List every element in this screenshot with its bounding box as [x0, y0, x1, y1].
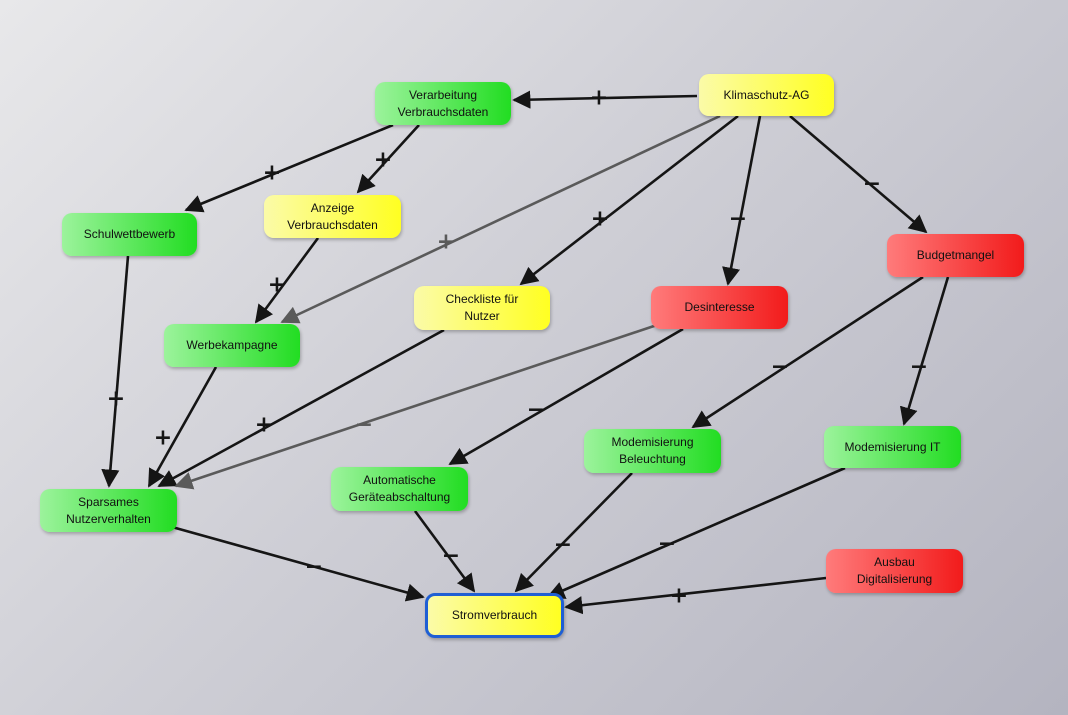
edge-sign-desinteresse-to-sparsames: −	[355, 413, 373, 438]
node-budgetmangel[interactable]: Budgetmangel	[887, 234, 1024, 277]
edge-sign-klimaschutz-to-desinteresse: −	[729, 207, 747, 232]
node-sparsames-nutzerverhalten[interactable]: Sparsames Nutzerverhalten	[40, 489, 177, 532]
edge-ausbau-to-stromverbrauch	[564, 576, 827, 615]
edge-checkliste-to-sparsames	[157, 328, 445, 488]
node-modemisierung-it[interactable]: Modemisierung IT	[824, 426, 961, 468]
edge-group: + + + − − + + + + + + − − − − − − − − +	[101, 86, 950, 615]
node-automatische-geraeteabschaltung[interactable]: Automatische Geräteabschaltung	[331, 467, 468, 511]
edge-schulwettbewerb-to-sparsames	[101, 255, 130, 488]
edge-sign-verarbeitung-to-anzeige: +	[374, 148, 392, 173]
edge-sign-werbekampagne-to-sparsames: +	[154, 426, 172, 451]
edge-werbekampagne-to-sparsames	[147, 366, 218, 488]
edge-sign-sparsames-to-stromverbrauch: −	[305, 555, 323, 580]
node-checkliste-fuer-nutzer[interactable]: Checkliste für Nutzer	[414, 286, 550, 330]
edge-sign-schulwettbewerb-to-sparsames: +	[107, 387, 125, 412]
node-klimaschutz-ag[interactable]: Klimaschutz-AG	[699, 74, 834, 116]
edge-desinteresse-to-automatische	[448, 327, 684, 466]
edge-sign-klimaschutz-to-checkliste: +	[591, 207, 609, 232]
edge-automatische-to-stromverbrauch	[413, 510, 476, 593]
node-ausbau-digitalisierung[interactable]: Ausbau Digitalisierung	[826, 549, 963, 593]
edge-sign-klimaschutz-to-budgetmangel: −	[863, 172, 881, 197]
edge-sign-modbeleuchtung-to-stromverbrauch: −	[554, 533, 572, 558]
edge-klimaschutz-to-budgetmangel	[789, 115, 928, 234]
edge-sign-anzeige-to-werbekampagne: +	[268, 273, 286, 298]
edge-sparsames-to-stromverbrauch	[171, 525, 425, 602]
edge-desinteresse-to-sparsames	[174, 323, 658, 490]
edge-sign-modit-to-stromverbrauch: −	[658, 532, 676, 557]
node-desinteresse[interactable]: Desinteresse	[651, 286, 788, 329]
edge-anzeige-to-werbekampagne	[254, 237, 320, 324]
edge-verarbeitung-to-anzeige	[356, 124, 420, 194]
edge-sign-checkliste-to-sparsames: +	[255, 413, 273, 438]
edge-verarbeitung-to-schulwettbewerb	[184, 123, 394, 213]
edge-klimaschutz-to-desinteresse	[722, 115, 762, 286]
edge-modbeleuchtung-to-stromverbrauch	[514, 472, 633, 593]
edge-sign-klimaschutz-to-werbekampagne: +	[437, 230, 455, 255]
edge-modit-to-stromverbrauch	[546, 466, 846, 599]
edge-budgetmangel-to-modit	[899, 276, 950, 426]
edge-sign-klimaschutz-to-verarbeitung: +	[590, 86, 608, 111]
edge-klimaschutz-to-werbekampagne	[280, 114, 721, 324]
edge-budgetmangel-to-modbeleuchtung	[691, 275, 924, 429]
edge-sign-automatische-to-stromverbrauch: −	[442, 544, 460, 569]
node-schulwettbewerb[interactable]: Schulwettbewerb	[62, 213, 197, 256]
node-werbekampagne[interactable]: Werbekampagne	[164, 324, 300, 367]
edge-sign-budgetmangel-to-modit: −	[910, 355, 928, 380]
edge-sign-verarbeitung-to-schulwettbewerb: +	[263, 161, 281, 186]
edge-sign-desinteresse-to-automatische: −	[527, 398, 545, 423]
node-modemisierung-beleuchtung[interactable]: Modemisierung Beleuchtung	[584, 429, 721, 473]
edge-sign-ausbau-to-stromverbrauch: +	[670, 584, 688, 609]
node-anzeige-verbrauchsdaten[interactable]: Anzeige Verbrauchsdaten	[264, 195, 401, 238]
edge-klimaschutz-to-checkliste	[519, 114, 739, 286]
edge-sign-budgetmangel-to-modbeleuchtung: −	[771, 355, 789, 380]
node-verarbeitung-verbrauchsdaten[interactable]: Verarbeitung Verbrauchsdaten	[375, 82, 511, 125]
node-stromverbrauch[interactable]: Stromverbrauch	[425, 593, 564, 638]
edge-klimaschutz-to-verarbeitung	[512, 90, 698, 109]
